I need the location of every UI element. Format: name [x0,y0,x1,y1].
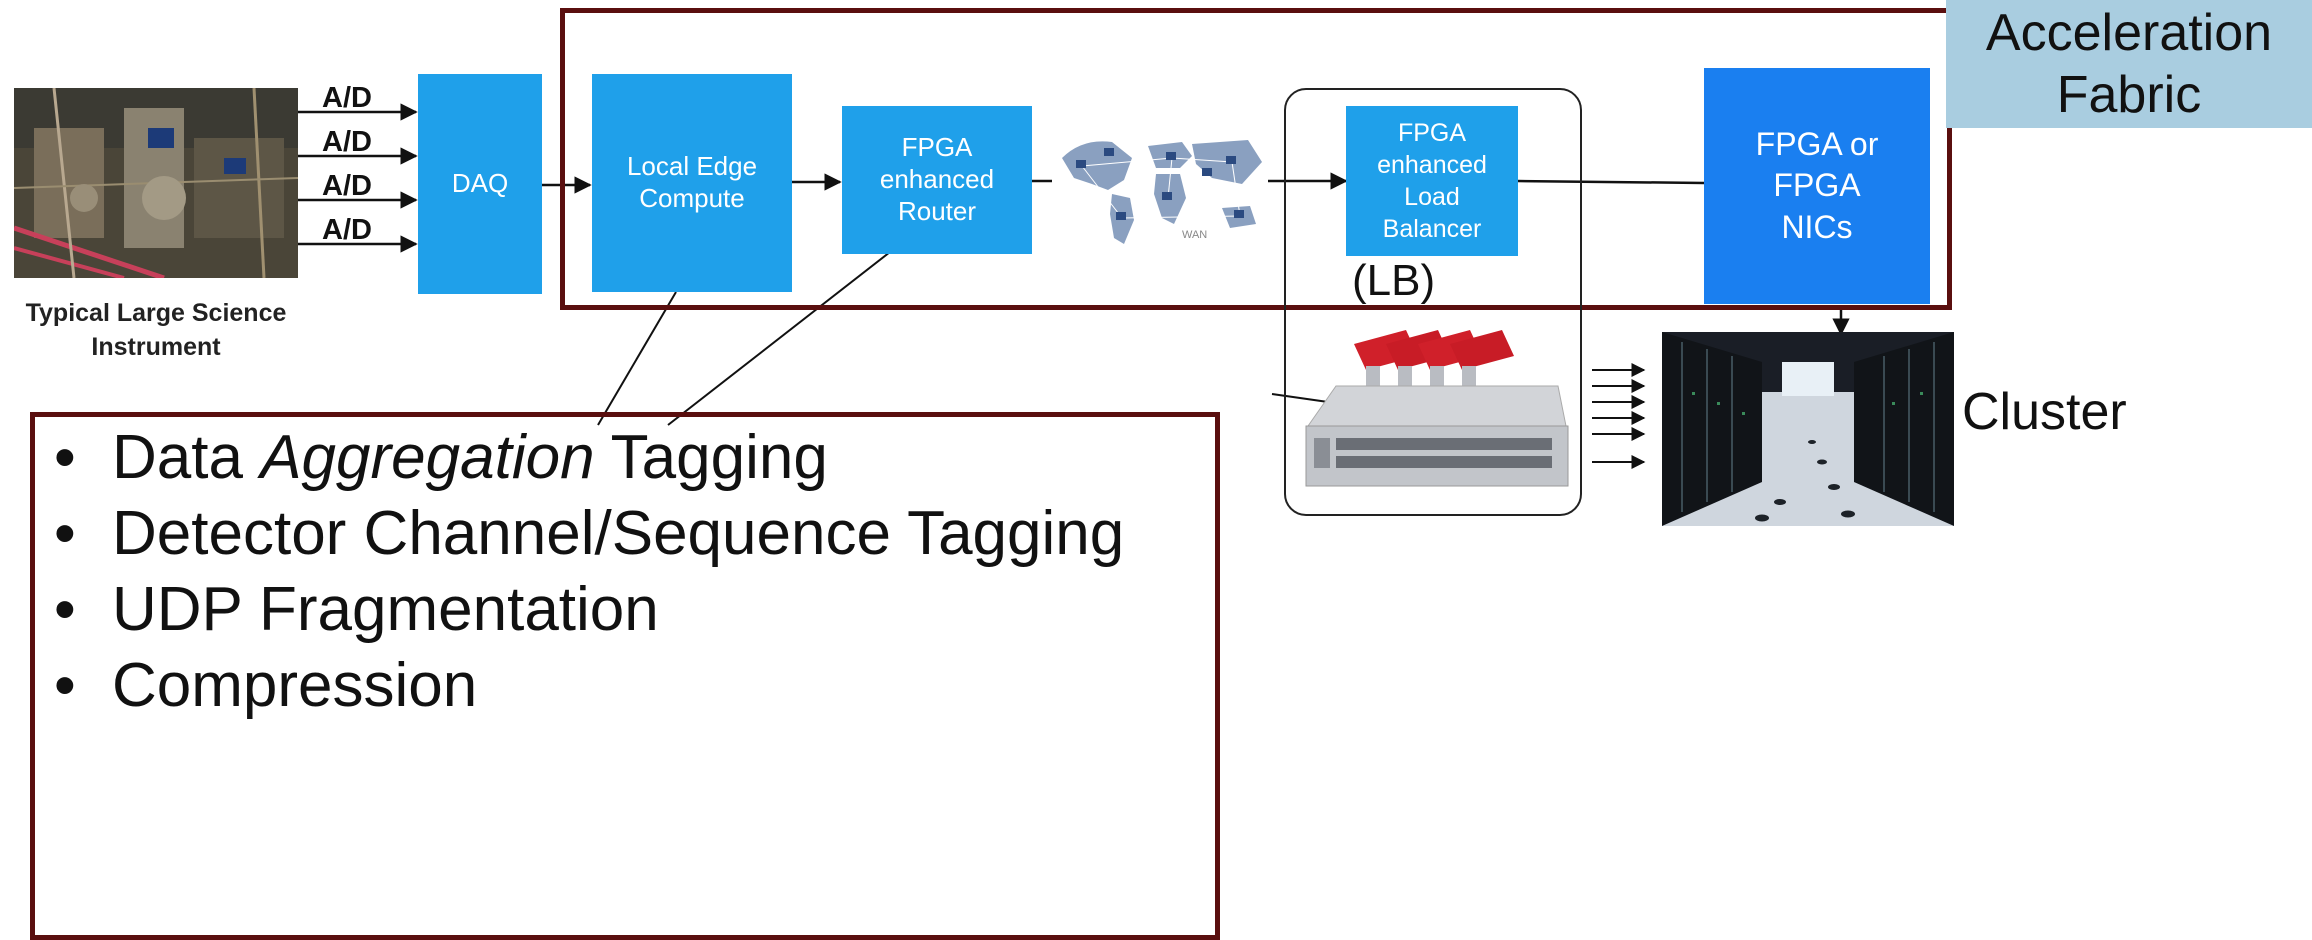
ad-label-2: A/D [322,126,372,158]
ad-label-1: A/D [322,82,372,114]
instrument-caption: Typical Large Science Instrument [0,296,312,364]
instrument-caption-line1: Typical Large Science [25,299,287,327]
instrument-caption-line2: Instrument [91,333,221,361]
callout-line-router [667,251,891,426]
local-edge-compute-box: Local Edge Compute [592,74,792,292]
cluster-label: Cluster [1962,383,2127,441]
lb-line4: Balancer [1382,215,1482,243]
router-line1: FPGA [901,132,973,163]
callout-line-edge [597,291,677,426]
lb-line2: enhanced [1377,151,1487,179]
fpga-router-box: FPGA enhanced Router [842,106,1032,254]
callout-line-switch [1271,393,1329,403]
cluster-photo [1662,332,1954,526]
feature-bullet-list: Data Aggregation Tagging Detector Channe… [44,420,1124,724]
line-lb-to-nics [1517,179,1705,185]
acceleration-fabric-label: Acceleration Fabric [1946,0,2312,128]
bullet-detector-channel-tagging: Detector Channel/Sequence Tagging [44,496,1124,572]
load-balancer-group-outline [1284,88,1582,516]
nics-line2: FPGA [1773,167,1861,204]
acceleration-fabric-frame [560,8,1952,310]
local-edge-line2: Compute [639,183,745,213]
bullet-compression: Compression [44,648,1124,724]
switch-with-fpga-cards [1305,330,1569,487]
router-line3: Router [897,195,977,226]
bullet-udp-fragmentation: UDP Fragmentation [44,572,1124,648]
ad-label-3: A/D [322,170,372,202]
bullet-italic-word: Aggregation [260,423,595,492]
wan-label: WAN [1182,229,1207,241]
bullet-data-aggregation-tagging: Data Aggregation Tagging [44,420,1124,496]
local-edge-line1: Local Edge [626,151,758,182]
instrument-photo [14,88,298,278]
fpga-nics-box: FPGA or FPGA NICs [1704,68,1930,304]
fpga-load-balancer-box: FPGA enhanced Load Balancer [1346,106,1518,256]
router-line2: enhanced [879,164,995,195]
acceleration-fabric-line2: Fabric [2056,66,2202,124]
lb-line1: FPGA [1397,119,1467,147]
lb-abbrev-label: (LB) [1352,256,1436,305]
daq-label: DAQ [451,168,509,199]
acceleration-fabric-line1: Acceleration [1985,4,2273,62]
wan-map: WAN [1062,140,1262,244]
lb-line3: Load [1404,183,1460,211]
callout-box [30,412,1220,940]
ad-label-4: A/D [322,214,372,246]
nics-line3: NICs [1781,208,1853,245]
daq-box: DAQ [418,74,542,294]
nics-line1: FPGA or [1755,125,1879,162]
